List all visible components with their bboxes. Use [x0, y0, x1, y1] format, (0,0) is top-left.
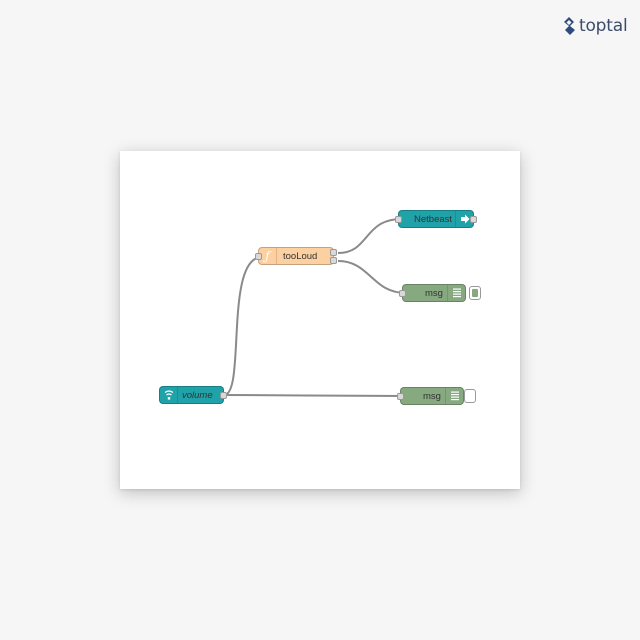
volume-node-label: volume	[182, 389, 213, 401]
msg-bottom-debug-toggle[interactable]	[464, 389, 476, 403]
function-icon: ƒ	[259, 248, 277, 264]
netbeast-output-port[interactable]	[470, 216, 477, 223]
wire-volume-to-tooLoud	[223, 256, 263, 396]
arrow-right-icon	[455, 211, 473, 227]
wire-volume-to-msg-bottom	[223, 394, 404, 397]
msg-bottom-input-port[interactable]	[397, 393, 404, 400]
list-icon	[445, 388, 463, 404]
tooLoud-input-port[interactable]	[255, 253, 262, 260]
wire-tooLoud-to-msg-top	[337, 260, 407, 294]
msg-top-label: msg	[425, 287, 443, 299]
netbeast-node[interactable]: Netbeast	[395, 210, 477, 228]
wire-tooLoud-to-netbeast	[337, 218, 403, 254]
msg-top-toggle-fill	[472, 289, 478, 297]
wifi-signal-icon	[160, 387, 178, 403]
toptal-logo-icon	[564, 17, 575, 35]
volume-node[interactable]: volume	[159, 386, 227, 404]
toptal-wordmark: toptal	[579, 16, 628, 36]
flow-canvas[interactable]: volume ƒ tooLoud Netbeast msg	[120, 151, 520, 489]
msg-debug-node-top[interactable]: msg	[399, 284, 466, 302]
tooLoud-output-port-2[interactable]	[330, 257, 337, 264]
msg-bottom-label: msg	[423, 390, 441, 402]
msg-bottom-toggle-fill	[467, 392, 473, 400]
tooLoud-node-label: tooLoud	[283, 250, 318, 262]
netbeast-input-port[interactable]	[395, 216, 402, 223]
flow-wires	[223, 218, 407, 397]
msg-top-debug-toggle[interactable]	[469, 286, 481, 300]
netbeast-node-label: Netbeast	[414, 213, 453, 225]
tooLoud-node[interactable]: ƒ tooLoud	[255, 247, 337, 265]
toptal-logo: toptal	[562, 16, 628, 36]
volume-output-port[interactable]	[220, 392, 227, 399]
list-icon	[447, 285, 465, 301]
tooLoud-output-port-1[interactable]	[330, 249, 337, 256]
msg-top-input-port[interactable]	[399, 290, 406, 297]
msg-debug-node-bottom[interactable]: msg	[397, 387, 464, 405]
